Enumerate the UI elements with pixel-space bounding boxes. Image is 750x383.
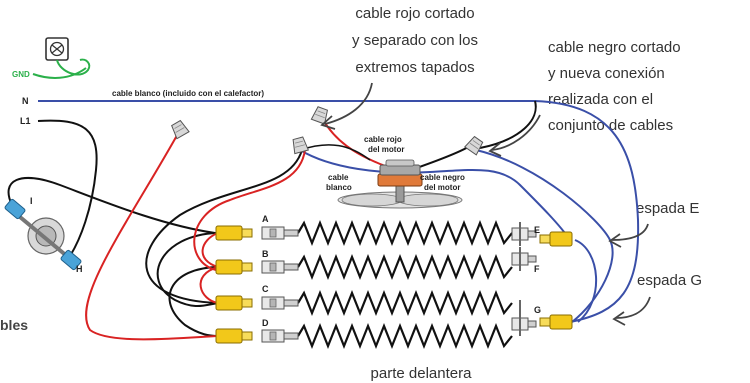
front-label: parte delantera — [371, 365, 473, 382]
spade-g-arrow-icon — [612, 296, 651, 326]
motor — [337, 159, 463, 209]
left-terminals: A B C D — [261, 214, 299, 343]
white-cable-label-1: cable — [328, 173, 349, 182]
heating-coils — [297, 220, 513, 349]
spade-connector-e — [539, 231, 573, 247]
wire-cap-black-right — [464, 135, 484, 156]
coil-d — [297, 323, 513, 349]
spade-connector-b — [215, 259, 253, 275]
terminal-a-label: A — [262, 214, 269, 224]
switch-h-label: H — [76, 264, 83, 274]
line-wire — [37, 119, 98, 257]
terminal-a — [261, 226, 299, 240]
terminal-f-label: F — [534, 264, 540, 274]
wire-cap-red-left — [171, 119, 190, 140]
ground-ring-icon — [49, 41, 65, 57]
motor-red-label-2: del motor — [368, 145, 404, 154]
motor-body — [377, 173, 423, 187]
red-ab-wire — [201, 232, 219, 268]
terminal-c-label: C — [262, 284, 269, 294]
ground-symbol — [45, 37, 69, 61]
coil-a — [297, 220, 513, 246]
terminal-f — [511, 247, 537, 271]
motor-shaft — [395, 185, 405, 203]
red-cut-line-2: y separado con los — [352, 32, 478, 49]
wire-cap-red-right — [310, 106, 329, 125]
red-cut-callout: cable rojo cortado y separado con los ex… — [352, 5, 478, 76]
coil-c — [297, 290, 513, 316]
spade-e-callout: espada E — [636, 200, 699, 217]
motor-red-label-1: cable rojo — [364, 135, 402, 144]
terminal-e — [511, 222, 537, 246]
red-cut-line-1: cable rojo cortado — [355, 5, 474, 22]
wire-cap-black-left — [292, 136, 310, 155]
terminal-c — [261, 296, 299, 310]
black-cut-line-4: conjunto de cables — [548, 117, 673, 134]
gnd-label: GND — [12, 70, 30, 79]
thermostat-switch — [4, 198, 82, 271]
terminal-d — [261, 329, 299, 343]
terminal-h-icon — [60, 249, 82, 271]
black-to-cut-wire — [145, 149, 303, 304]
switch-i-label: I — [30, 196, 33, 206]
ground-wire-loop — [32, 67, 87, 79]
motor-white-wire — [299, 149, 571, 241]
terminal-g — [511, 300, 537, 336]
white-cable-label: cable blanco (incluido con el calefactor… — [112, 89, 264, 98]
spade-e-arrow-icon — [608, 223, 649, 248]
black-cut-line-3: realizada con el — [548, 91, 653, 108]
spade-connector-c — [215, 295, 253, 311]
black-loop-ac — [156, 232, 219, 307]
coil-b — [297, 254, 513, 280]
terminal-e-label: E — [534, 225, 540, 235]
blue-harness-wire — [475, 149, 614, 323]
black-loop-bd — [168, 266, 219, 337]
right-terminals: E F G — [511, 222, 541, 336]
spade-connector-g — [539, 314, 573, 330]
callout-arrows — [320, 82, 651, 326]
line-label: L1 — [20, 116, 31, 126]
red-cut-line-3: extremos tapados — [355, 59, 474, 76]
spade-connector-a — [215, 225, 253, 241]
spade-g-callout: espada G — [637, 272, 702, 289]
terminal-b-label: B — [262, 249, 269, 259]
black-cut-line-2: y nueva conexión — [548, 65, 665, 82]
terminal-i-icon — [4, 198, 26, 220]
black-cut-line-1: cable negro cortado — [548, 39, 681, 56]
white-cable-label-2: blanco — [326, 183, 352, 192]
left-spade-connectors — [215, 225, 253, 344]
terminal-b — [261, 260, 299, 274]
black-cut-arrow-icon — [488, 114, 541, 157]
neutral-label: N — [22, 96, 29, 106]
wire-caps — [171, 106, 484, 156]
motor-black-label-2: del motor — [424, 183, 460, 192]
terminal-g-label: G — [534, 305, 541, 315]
red-cut-arrow-icon — [320, 82, 373, 130]
motor-black-label-1: cable negro — [420, 173, 465, 182]
red-long-wire — [85, 129, 219, 341]
neutral-wire — [38, 100, 640, 323]
black-cut-callout: cable negro cortado y nueva conexión rea… — [548, 39, 681, 134]
partial-left-label: bles — [0, 317, 28, 333]
ground-wire — [56, 58, 91, 76]
terminal-d-label: D — [262, 318, 269, 328]
right-spade-connectors — [539, 231, 573, 330]
spade-connector-d — [215, 328, 253, 344]
